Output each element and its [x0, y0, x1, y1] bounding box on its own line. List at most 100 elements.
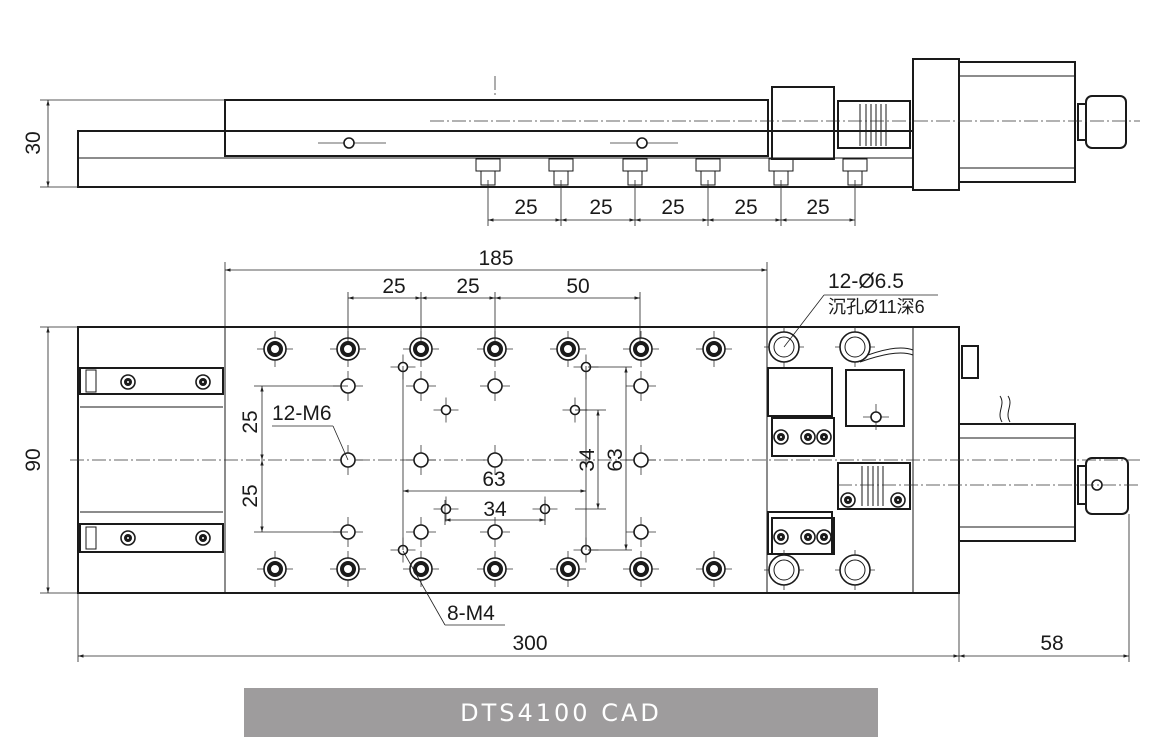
end-bolt-hole — [835, 327, 875, 367]
m6-tapped-hole — [406, 371, 436, 401]
side-pitch-5: 25 — [806, 196, 829, 219]
counterbore-hole — [623, 331, 659, 367]
dim-height-30: 30 — [22, 99, 225, 188]
counterbore-hole — [330, 551, 366, 587]
end-bolt-hole — [764, 550, 804, 590]
top-pitch-3: 50 — [566, 275, 589, 298]
counterbore-hole — [257, 331, 293, 367]
rail-bolt — [195, 374, 211, 390]
m6-tapped-hole — [626, 517, 656, 547]
base-mounting-slots — [475, 158, 868, 186]
callout-counterbore: 12-Ø6.5 沉孔Ø11深6 — [783, 270, 938, 348]
cable-connector — [961, 345, 979, 379]
top-coupling-coil — [861, 466, 884, 506]
inner-63-vertical: 63 — [604, 448, 627, 471]
dim-width-90: 90 — [22, 326, 78, 594]
top-motor-body — [958, 423, 1076, 542]
side-pitch-4: 25 — [734, 196, 757, 219]
counterbore-hole — [696, 551, 732, 587]
counterbore-hole — [477, 551, 513, 587]
side-pitch-1: 25 — [514, 196, 537, 219]
rail-bolt — [120, 374, 136, 390]
rail-bolt — [120, 530, 136, 546]
dim-inner-34-h: 34 — [444, 498, 546, 525]
top-view: 185 25 25 50 12-Ø6.5 沉孔Ø11深6 12-M6 — [22, 247, 1140, 662]
top-length-label: 185 — [478, 247, 513, 270]
side-bolt-right — [610, 137, 678, 149]
width-label: 90 — [22, 448, 45, 471]
m4-tapped-hole — [433, 496, 459, 522]
title-bar: DTS4100 CAD — [244, 688, 878, 737]
limit-switch — [845, 369, 905, 427]
m6-tapped-hole — [626, 445, 656, 475]
callout-m6: 12-M6 — [272, 402, 349, 461]
inner-63-horizontal: 63 — [482, 468, 505, 491]
switch-screw — [863, 404, 889, 430]
rail-bolt — [195, 530, 211, 546]
left-pitch-lower: 25 — [239, 484, 262, 507]
m4-tapped-hole — [433, 397, 459, 423]
dim-left-pitches: 25 25 — [239, 385, 348, 533]
side-knob-shaft — [1077, 103, 1087, 141]
height-label: 30 — [22, 131, 45, 154]
housing-screw — [773, 429, 789, 445]
dim-side-pitches: 25 25 25 25 25 — [487, 180, 856, 226]
side-pitch-2: 25 — [589, 196, 612, 219]
coupling-screw — [890, 492, 906, 508]
top-pitch-2: 25 — [456, 275, 479, 298]
top-knob — [1085, 457, 1129, 515]
dim-inner-63-h: 63 — [402, 366, 587, 550]
callout-m4: 8-M4 — [402, 550, 505, 626]
side-bolt-left — [318, 137, 386, 149]
overall-length-label: 300 — [512, 632, 547, 655]
counterbore-spec-1: 12-Ø6.5 — [828, 270, 904, 293]
m6-tapped-hole — [406, 517, 436, 547]
m6-tapped-hole — [480, 517, 510, 547]
bracket-block-upper — [767, 367, 833, 417]
title-text: DTS4100 CAD — [460, 698, 662, 727]
motor-length-label: 58 — [1040, 632, 1063, 655]
housing-screw — [800, 429, 816, 445]
counterbore-hole — [550, 551, 586, 587]
m4-label: 8-M4 — [447, 602, 495, 625]
counterbore-hole — [623, 551, 659, 587]
left-rail-upper — [79, 367, 224, 408]
coupling-screw — [840, 492, 856, 508]
counterbore-hole — [696, 331, 732, 367]
counterbore-hole — [403, 551, 439, 587]
side-motor-body — [958, 61, 1076, 183]
bearing-housing-upper — [771, 417, 835, 457]
m6-label: 12-M6 — [272, 402, 332, 425]
counterbore-hole — [550, 331, 586, 367]
coupling-coil — [859, 104, 887, 146]
housing-screw — [816, 429, 832, 445]
dim-overall: 300 58 — [77, 514, 1130, 662]
bearing-housing-lower — [771, 517, 835, 555]
side-motor-flange — [912, 58, 960, 191]
side-pitch-3: 25 — [661, 196, 684, 219]
side-coupling — [837, 100, 911, 149]
left-rail-lower — [79, 511, 224, 553]
dim-top-185: 185 — [224, 247, 768, 327]
m6-tapped-hole — [480, 371, 510, 401]
housing-screw — [800, 529, 816, 545]
end-bolt-hole — [835, 550, 875, 590]
left-pitch-upper: 25 — [239, 410, 262, 433]
side-bracket — [771, 86, 835, 160]
counterbore-spec-2: 沉孔Ø11深6 — [828, 297, 925, 317]
m6-tapped-hole — [406, 445, 436, 475]
housing-screw — [816, 529, 832, 545]
dim-inner-63-v: 63 — [588, 366, 632, 551]
top-pitch-1: 25 — [382, 275, 405, 298]
inner-34-vertical: 34 — [576, 448, 599, 472]
dim-inner-34-v: 34 — [575, 409, 606, 510]
side-view: 30 25 25 25 25 25 — [22, 58, 1140, 226]
mounting-holes — [120, 327, 906, 590]
counterbore-hole — [257, 551, 293, 587]
inner-34-horizontal: 34 — [483, 498, 507, 521]
side-carriage — [224, 99, 769, 157]
housing-screw — [773, 529, 789, 545]
m6-tapped-hole — [626, 371, 656, 401]
side-knob — [1085, 95, 1127, 149]
